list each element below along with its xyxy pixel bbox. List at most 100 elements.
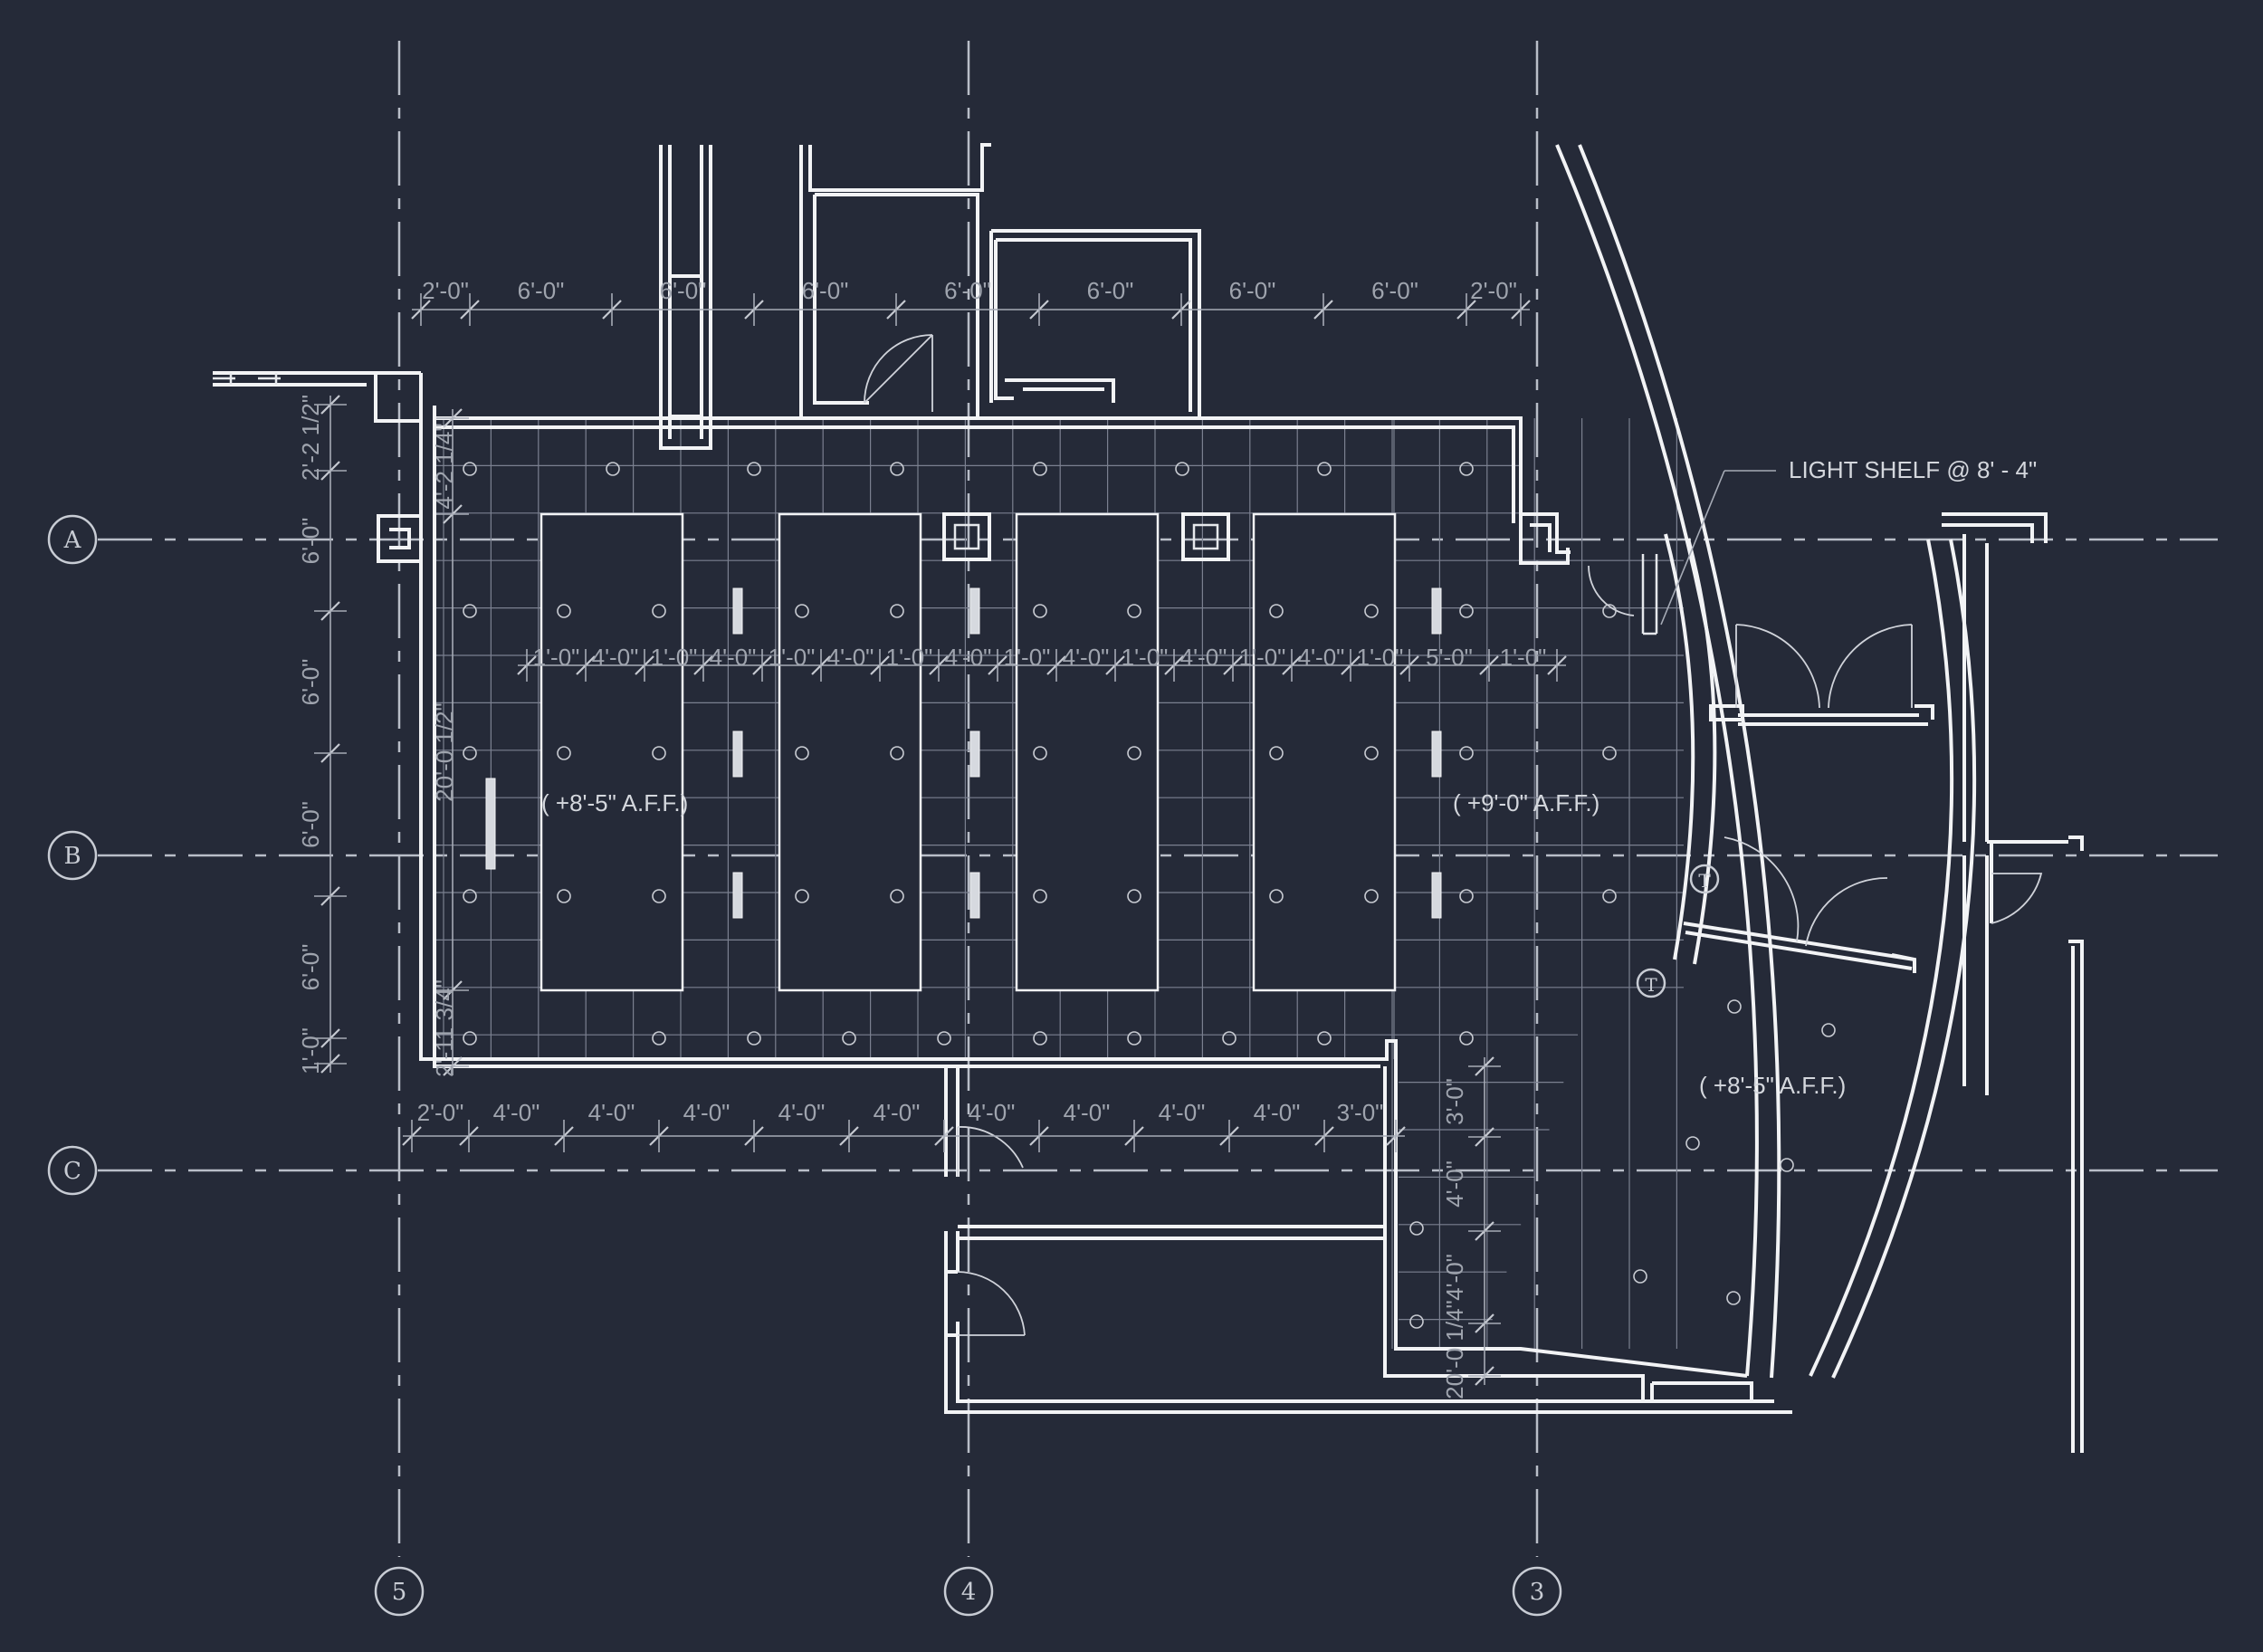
thermostat-label: T	[1645, 974, 1657, 996]
downlight	[1127, 604, 1141, 618]
strip-light	[1431, 872, 1442, 919]
downlight	[1033, 1031, 1047, 1046]
downlight	[747, 462, 761, 476]
door-lower-vestibule-right	[1805, 877, 1888, 947]
grid-bubble-5: 5	[374, 1566, 425, 1617]
downlight	[795, 889, 809, 903]
downlight	[1633, 1269, 1647, 1284]
middle-dimension-value: 1'-0"	[533, 644, 580, 671]
downlight	[890, 604, 904, 618]
downlight	[1821, 1023, 1836, 1037]
downlight	[1033, 746, 1047, 760]
downlight	[1364, 889, 1379, 903]
grid-bubbles: A B C 5 4 3	[47, 514, 1562, 1617]
top-dimension-value: 2'-0"	[1470, 277, 1517, 304]
annotations: LIGHT SHELF @ 8' - 4" ( +8'-5" A.F.F.) (…	[541, 456, 2037, 1099]
left-dimension-value: 6'-0"	[297, 801, 324, 848]
downlight	[1459, 462, 1474, 476]
left-dimension-value: 6'-0"	[297, 518, 324, 565]
bottom-dimension-value: 4'-0"	[874, 1099, 921, 1126]
east-corridor-wall	[1942, 512, 2084, 1448]
downlight	[1685, 1136, 1700, 1151]
top-dimension-value: 2'-0"	[422, 277, 469, 304]
top-dimension-value: 6'-0"	[518, 277, 565, 304]
ceiling-height-left: ( +8'-5" A.F.F.)	[541, 789, 688, 816]
wall-pier-5A	[377, 514, 423, 563]
curved-exterior-wall-inner	[1578, 144, 1781, 1379]
main-room-wall	[419, 373, 1748, 1378]
downlight	[1409, 1221, 1424, 1236]
door-upper	[864, 334, 933, 412]
left-exterior-wall	[213, 371, 376, 387]
grid-bubble-3: 3	[1512, 1566, 1562, 1617]
downlight	[463, 462, 477, 476]
downlight	[652, 1031, 666, 1046]
downlight	[463, 889, 477, 903]
grid-bubble-4: 4	[943, 1566, 994, 1617]
downlight	[890, 889, 904, 903]
left-inner-dimension-value: 20'-0 1/2"	[431, 702, 458, 802]
thermostat-2: T	[1636, 968, 1666, 998]
strip-light	[969, 587, 980, 635]
left-dimension-value: 6'-0"	[297, 944, 324, 991]
downlight	[1269, 889, 1284, 903]
vestibule-wall-lower	[1683, 921, 1916, 973]
lower-right-wall	[1383, 1066, 1753, 1401]
downlight	[890, 746, 904, 760]
strip-light	[1431, 731, 1442, 778]
top-dimension-value: 6'-0"	[1087, 277, 1134, 304]
lower-right-dimension-value: 4'-0"	[1441, 1254, 1468, 1301]
middle-dimension-value: 1'-0"	[1357, 644, 1404, 671]
middle-dimension-value: 1'-0"	[886, 644, 933, 671]
light-panel	[778, 512, 922, 992]
bottom-dimension-value: 4'-0"	[1159, 1099, 1206, 1126]
downlight	[1127, 1031, 1141, 1046]
downlight	[1269, 746, 1284, 760]
light-panel	[1015, 512, 1160, 992]
bottom-dimension-value: 4'-0"	[1254, 1099, 1301, 1126]
middle-dimension-value: 1'-0"	[1004, 644, 1051, 671]
left-dimension-value: 2'-2 1/2"	[297, 395, 324, 481]
middle-dimension-value: 4'-0"	[1298, 644, 1345, 671]
downlight	[1459, 889, 1474, 903]
top-dimension-value: 6'-0"	[660, 277, 707, 304]
downlight	[1033, 889, 1047, 903]
downlight	[1602, 889, 1617, 903]
left-dimension-value: 6'-0"	[297, 659, 324, 706]
grid-lines	[98, 41, 2218, 1557]
middle-dimension-value: 4'-0"	[592, 644, 639, 671]
downlight	[1726, 1291, 1741, 1305]
downlight	[1033, 604, 1047, 618]
lower-right-dimension-value: 4'-0"	[1441, 1160, 1468, 1208]
bottom-dimension-value: 4'-0"	[778, 1099, 826, 1126]
middle-dimension-value: 4'-0"	[710, 644, 757, 671]
downlight	[463, 604, 477, 618]
bottom-dimension-value: 4'-0"	[588, 1099, 635, 1126]
downlight	[1222, 1031, 1237, 1046]
column-2	[1181, 512, 1230, 561]
middle-dimension-value: 1'-0"	[651, 644, 698, 671]
upper-room-center	[799, 143, 991, 418]
grid-label-3: 3	[1530, 1579, 1545, 1606]
middle-dimension-value: 1'-0"	[1122, 644, 1169, 671]
doors	[864, 334, 2043, 1336]
downlight	[842, 1031, 856, 1046]
downlight	[795, 746, 809, 760]
downlight	[1602, 604, 1617, 618]
left-inner-dimension-value: 2'-11 3/4"	[431, 979, 458, 1077]
strip-light	[732, 587, 743, 635]
middle-dimension-value: 4'-0"	[1063, 644, 1110, 671]
wall-pier-3A	[1519, 514, 1570, 565]
top-dimension-value: 6'-0"	[1229, 277, 1276, 304]
bottom-dimension-value: 4'-0"	[1064, 1099, 1111, 1126]
downlight	[1269, 604, 1284, 618]
downlight	[1602, 746, 1617, 760]
downlight	[1317, 1031, 1332, 1046]
top-dimension-value: 6'-0"	[1371, 277, 1418, 304]
downlight	[1409, 1314, 1424, 1329]
top-dimension-value: 6'-0"	[802, 277, 849, 304]
curved-interior-wall	[1664, 533, 1717, 965]
grid-label-5: 5	[392, 1579, 407, 1606]
thermostat-1: T	[1689, 864, 1720, 894]
